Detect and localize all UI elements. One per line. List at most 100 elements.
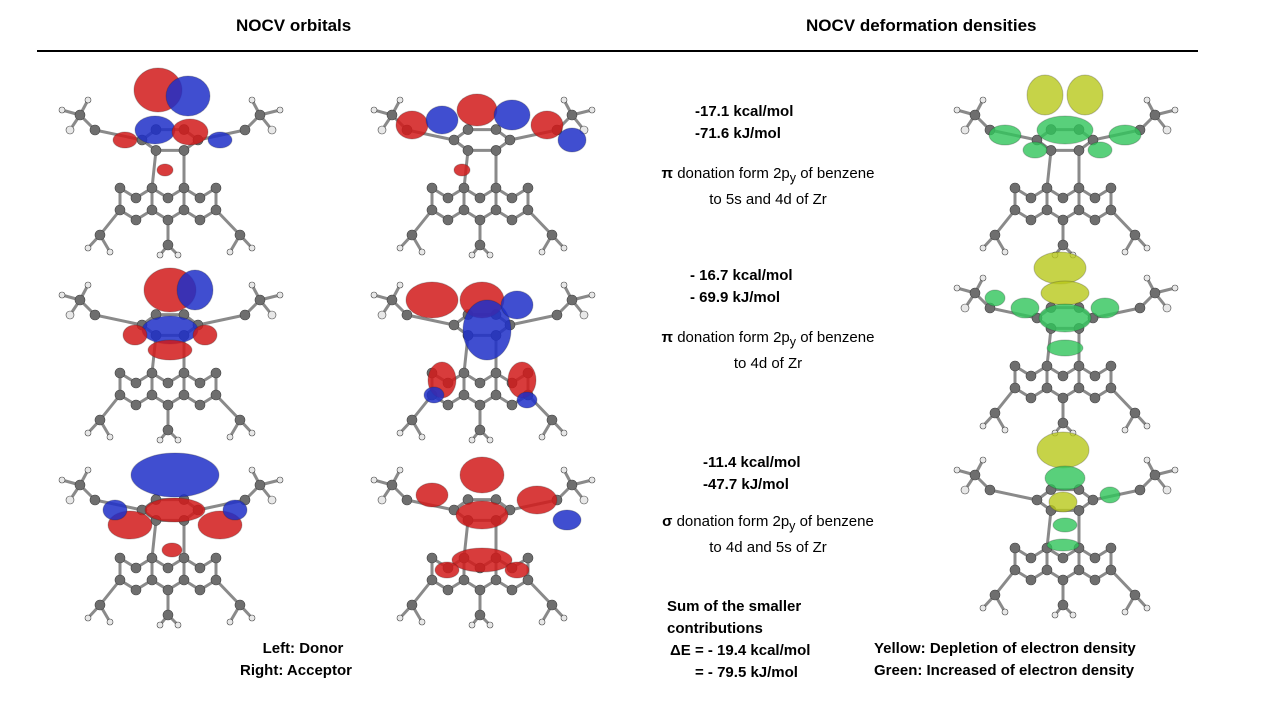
row1-desc-a: donation form 2p: [673, 165, 790, 182]
row2-energy: - 16.7 kcal/mol - 69.9 kJ/mol: [690, 265, 793, 309]
deformation-density-1: [935, 70, 1195, 259]
yellow-density: [1033, 251, 1087, 285]
row2-desc-line2: to 4d of Zr: [733, 355, 803, 372]
green-density: [1038, 303, 1092, 333]
blue-lobe: [423, 386, 445, 404]
donor-label: Left: Donor: [262, 640, 344, 657]
blue-lobe: [165, 75, 211, 117]
deformation-density-3: [935, 430, 1195, 619]
blue-lobe: [500, 290, 534, 320]
row1-description: π donation form 2py of benzene to 5s and…: [633, 163, 903, 211]
row2-description: π donation form 2py of benzene to 4d of …: [633, 327, 903, 375]
green-legend: Green: Increased of electron density: [874, 662, 1135, 679]
red-lobe: [147, 339, 193, 361]
green-density: [1044, 465, 1086, 491]
row3-desc-a: donation form 2p: [672, 513, 790, 530]
yellow-density: [1048, 491, 1078, 513]
red-lobe: [122, 324, 148, 346]
red-lobe: [459, 456, 505, 494]
blue-lobe: [102, 499, 128, 521]
blue-lobe: [516, 391, 538, 409]
sum-line4: = - 79.5 kJ/mol: [695, 664, 798, 681]
blue-lobe: [130, 452, 220, 498]
row1-desc-b: of benzene: [796, 165, 875, 182]
blue-lobe: [462, 299, 512, 361]
blue-lobe: [134, 115, 176, 145]
yellow-density: [1036, 431, 1090, 469]
red-lobe: [144, 497, 206, 523]
yellow-density: [1026, 74, 1064, 116]
acceptor-label: Right: Acceptor: [240, 662, 352, 679]
green-density: [1090, 297, 1120, 319]
green-density: [1022, 141, 1048, 159]
row2-energy-kcal: - 16.7 kcal/mol: [690, 267, 793, 284]
row2-desc-a: donation form 2p: [673, 329, 790, 346]
red-lobe: [456, 93, 498, 127]
row2-symbol: π: [661, 329, 674, 346]
acceptor-orbital-1: [352, 70, 612, 259]
row3-desc-sub: y: [789, 519, 796, 533]
sum-line1: Sum of the smaller: [667, 598, 802, 615]
blue-lobe: [207, 131, 233, 149]
orbital-legend: Left: Donor Right: Acceptor: [240, 638, 352, 682]
yellow-density: [1066, 74, 1104, 116]
row2-desc-sub: y: [789, 335, 797, 349]
density-legend: Yellow: Depletion of electron density Gr…: [874, 638, 1136, 682]
red-lobe: [453, 163, 471, 177]
blue-lobe: [222, 499, 248, 521]
sum-line3: ΔE = - 19.4 kcal/mol: [670, 642, 811, 659]
acceptor-orbital-2: [352, 255, 612, 444]
green-density: [1108, 124, 1142, 146]
row3-energy-kcal: -11.4 kcal/mol: [703, 454, 801, 471]
red-lobe: [516, 485, 558, 515]
red-lobe: [156, 163, 174, 177]
row2-energy-kj: - 69.9 kJ/mol: [690, 289, 781, 306]
yellow-density: [1040, 280, 1090, 306]
red-lobe: [161, 542, 183, 558]
row1-desc-line2: to 5s and 4d of Zr: [709, 191, 827, 208]
red-lobe: [504, 561, 530, 579]
row3-desc-line2: to 4d and 5s of Zr: [709, 539, 827, 556]
red-lobe: [451, 547, 513, 573]
row1-energy-kj: -71.6 kJ/mol: [695, 125, 781, 142]
deformation-density-2: [935, 248, 1195, 437]
yellow-legend: Yellow: Depletion of electron density: [874, 640, 1136, 657]
header-divider: [37, 50, 1198, 52]
densities-header: NOCV deformation densities: [806, 16, 1037, 35]
red-lobe: [395, 110, 429, 140]
row1-symbol: π: [661, 165, 674, 182]
red-lobe: [171, 118, 209, 146]
red-lobe: [455, 500, 509, 530]
donor-orbital-1: [40, 67, 300, 259]
red-lobe: [405, 281, 459, 319]
green-density: [1046, 538, 1080, 552]
row3-energy: -11.4 kcal/mol -47.7 kJ/mol: [703, 452, 801, 496]
acceptor-orbital-3: [352, 440, 612, 629]
donor-orbital-3: [40, 440, 300, 629]
red-lobe: [415, 482, 449, 508]
blue-lobe: [552, 509, 582, 531]
green-density: [984, 289, 1006, 307]
row3-symbol: σ: [662, 513, 673, 530]
red-lobe: [112, 131, 138, 149]
blue-lobe: [425, 105, 459, 135]
blue-lobe: [493, 99, 531, 131]
green-density: [1046, 339, 1084, 357]
row3-energy-kj: -47.7 kJ/mol: [703, 476, 789, 493]
blue-lobe: [176, 269, 214, 311]
sum-block: Sum of the smaller contributions ΔE = - …: [667, 596, 810, 684]
sum-line2: contributions: [667, 620, 763, 637]
row1-energy-kcal: -17.1 kcal/mol: [695, 103, 794, 120]
green-density: [1010, 297, 1040, 319]
orbitals-header: NOCV orbitals: [236, 16, 352, 35]
red-lobe: [530, 110, 564, 140]
donor-orbital-2: [40, 255, 300, 444]
green-density: [988, 124, 1022, 146]
row3-desc-b: of benzene: [795, 513, 874, 530]
row1-desc-sub: y: [789, 171, 797, 185]
row2-desc-b: of benzene: [796, 329, 875, 346]
green-density: [1087, 141, 1113, 159]
row3-description: σ donation form 2py of benzene to 4d and…: [633, 511, 903, 559]
green-density: [1052, 517, 1078, 533]
red-lobe: [434, 561, 460, 579]
